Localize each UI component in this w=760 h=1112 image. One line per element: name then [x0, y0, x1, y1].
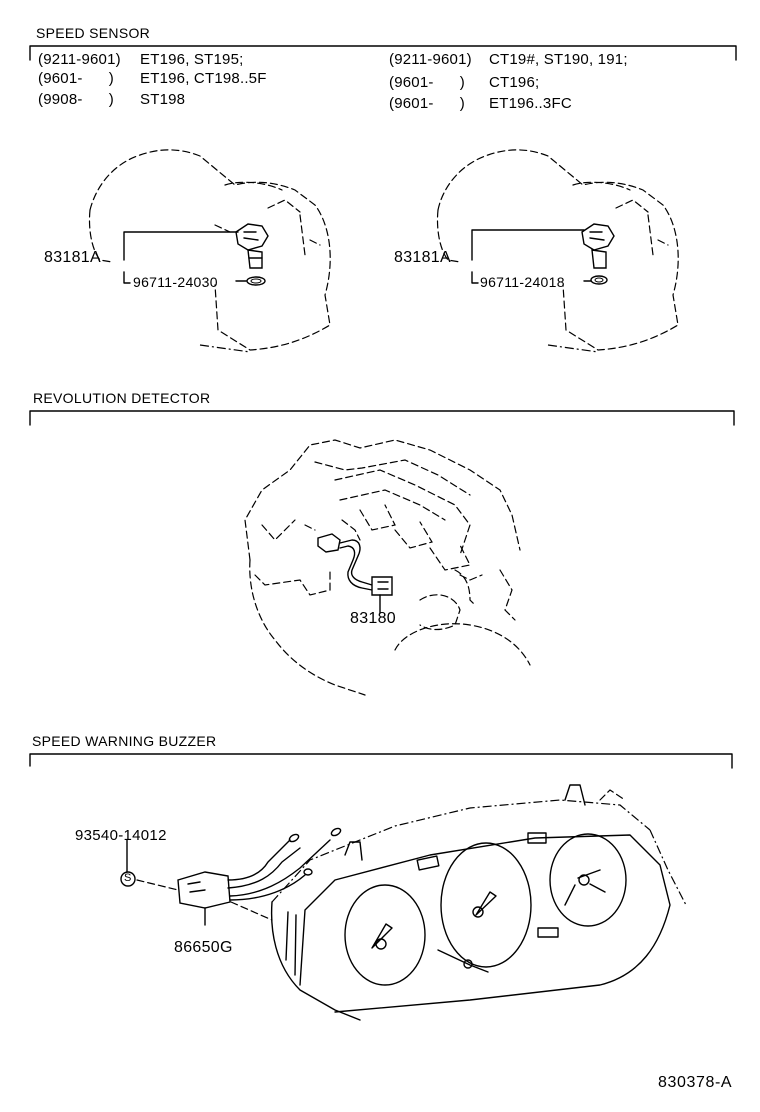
left-applicability-period-3: (9908- ) [38, 91, 114, 108]
left-transmission-drawing [88, 149, 331, 353]
right-transmission-drawing [436, 149, 679, 353]
left-applicability-models-2: ET196, CT198..5F [140, 70, 267, 87]
right-sensor-part-number[interactable]: 83181A [394, 249, 451, 266]
screw-part-number[interactable]: 93540-14012 [75, 827, 167, 844]
speed-warning-buzzer-title: SPEED WARNING BUZZER [32, 733, 217, 749]
right-applicability-period-2: (9601- ) [389, 74, 465, 91]
right-applicability-models-1: CT19#, ST190, 191; [489, 51, 628, 68]
buzzer-bracket [29, 753, 733, 769]
right-applicability-period-3: (9601- ) [389, 95, 465, 112]
right-applicability-models-3: ET196..3FC [489, 95, 572, 112]
diagram-code: 830378-A [658, 1074, 733, 1091]
revolution-detector-part-number[interactable]: 83180 [350, 610, 396, 627]
buzzer-part-number[interactable]: 86650G [174, 939, 233, 956]
engine-drawing [244, 439, 531, 696]
left-applicability-period-1: (9211-9601) [38, 51, 121, 68]
left-applicability-models-3: ST198 [140, 91, 186, 108]
combination-meter-drawing [120, 784, 687, 1021]
left-applicability-models-1: ET196, ST195; [140, 51, 244, 68]
speed-sensor-title: SPEED SENSOR [36, 25, 151, 41]
left-applicability-period-2: (9601- ) [38, 70, 114, 87]
left-oring-part-number[interactable]: 96711-24030 [133, 274, 218, 290]
speed-sensor-bracket [29, 45, 737, 61]
left-sensor-part-number[interactable]: 83181A [44, 249, 101, 266]
revolution-detector-title: REVOLUTION DETECTOR [33, 390, 211, 406]
revolution-detector-bracket [29, 410, 735, 426]
right-applicability-models-2: CT196; [489, 74, 540, 91]
right-oring-part-number[interactable]: 96711-24018 [480, 274, 565, 290]
right-applicability-period-1: (9211-9601) [389, 51, 472, 68]
screw-symbol-icon: S [124, 872, 132, 884]
